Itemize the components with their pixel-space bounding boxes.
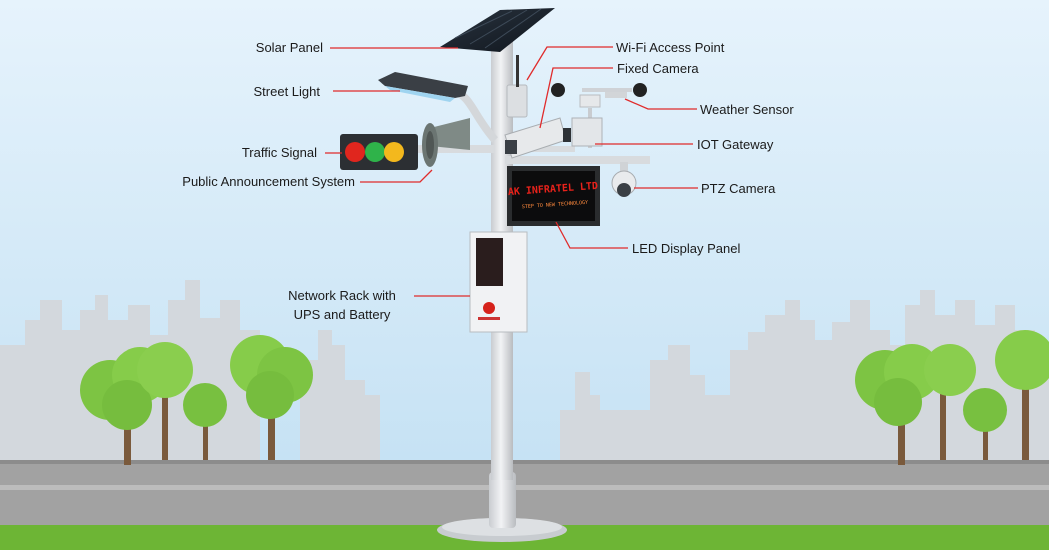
trees-right bbox=[855, 330, 1049, 465]
label-fixed-camera: Fixed Camera bbox=[617, 61, 699, 76]
road bbox=[0, 460, 1049, 530]
trees-left bbox=[80, 335, 313, 465]
traffic-signal bbox=[340, 134, 418, 170]
leader-lines bbox=[325, 46, 698, 297]
solar-panel bbox=[440, 8, 555, 52]
right-arm bbox=[505, 156, 650, 164]
label-led-display-panel: LED Display Panel bbox=[632, 241, 741, 256]
label-ptz-camera: PTZ Camera bbox=[701, 181, 776, 196]
leader-public-announcement bbox=[360, 169, 433, 183]
ptz-camera bbox=[611, 162, 637, 197]
leader-fixed-camera bbox=[539, 67, 613, 129]
label-weather-sensor: Weather Sensor bbox=[700, 102, 794, 117]
label-wifi-access-point: Wi-Fi Access Point bbox=[616, 40, 725, 55]
label-traffic-signal: Traffic Signal bbox=[241, 145, 317, 160]
led-line2: STEP TO NEW TECHNOLOGY bbox=[522, 200, 588, 211]
label-network-rack-line1: Network Rack with bbox=[288, 288, 396, 303]
traffic-arm bbox=[410, 145, 495, 153]
road-stripe bbox=[0, 485, 1049, 490]
label-public-announcement: Public Announcement System bbox=[182, 174, 355, 189]
label-street-light: Street Light bbox=[253, 84, 321, 99]
pole-base-sleeve bbox=[489, 472, 516, 528]
label-network-rack-line2: UPS and Battery bbox=[293, 307, 391, 322]
pa-horn bbox=[422, 118, 470, 167]
led-display-panel: AK INFRATEL LTD STEP TO NEW TECHNOLOGY bbox=[507, 166, 600, 226]
street-light bbox=[378, 72, 468, 102]
label-solar-panel: Solar Panel bbox=[255, 40, 323, 55]
leader-weather-sensor bbox=[624, 98, 697, 110]
leader-led-panel bbox=[555, 221, 628, 249]
network-rack-cabinet bbox=[469, 231, 528, 333]
wifi-access-point bbox=[506, 55, 528, 118]
iot-gateway bbox=[563, 117, 603, 147]
leader-wifi bbox=[526, 46, 613, 81]
label-iot-gateway: IOT Gateway bbox=[697, 137, 774, 152]
